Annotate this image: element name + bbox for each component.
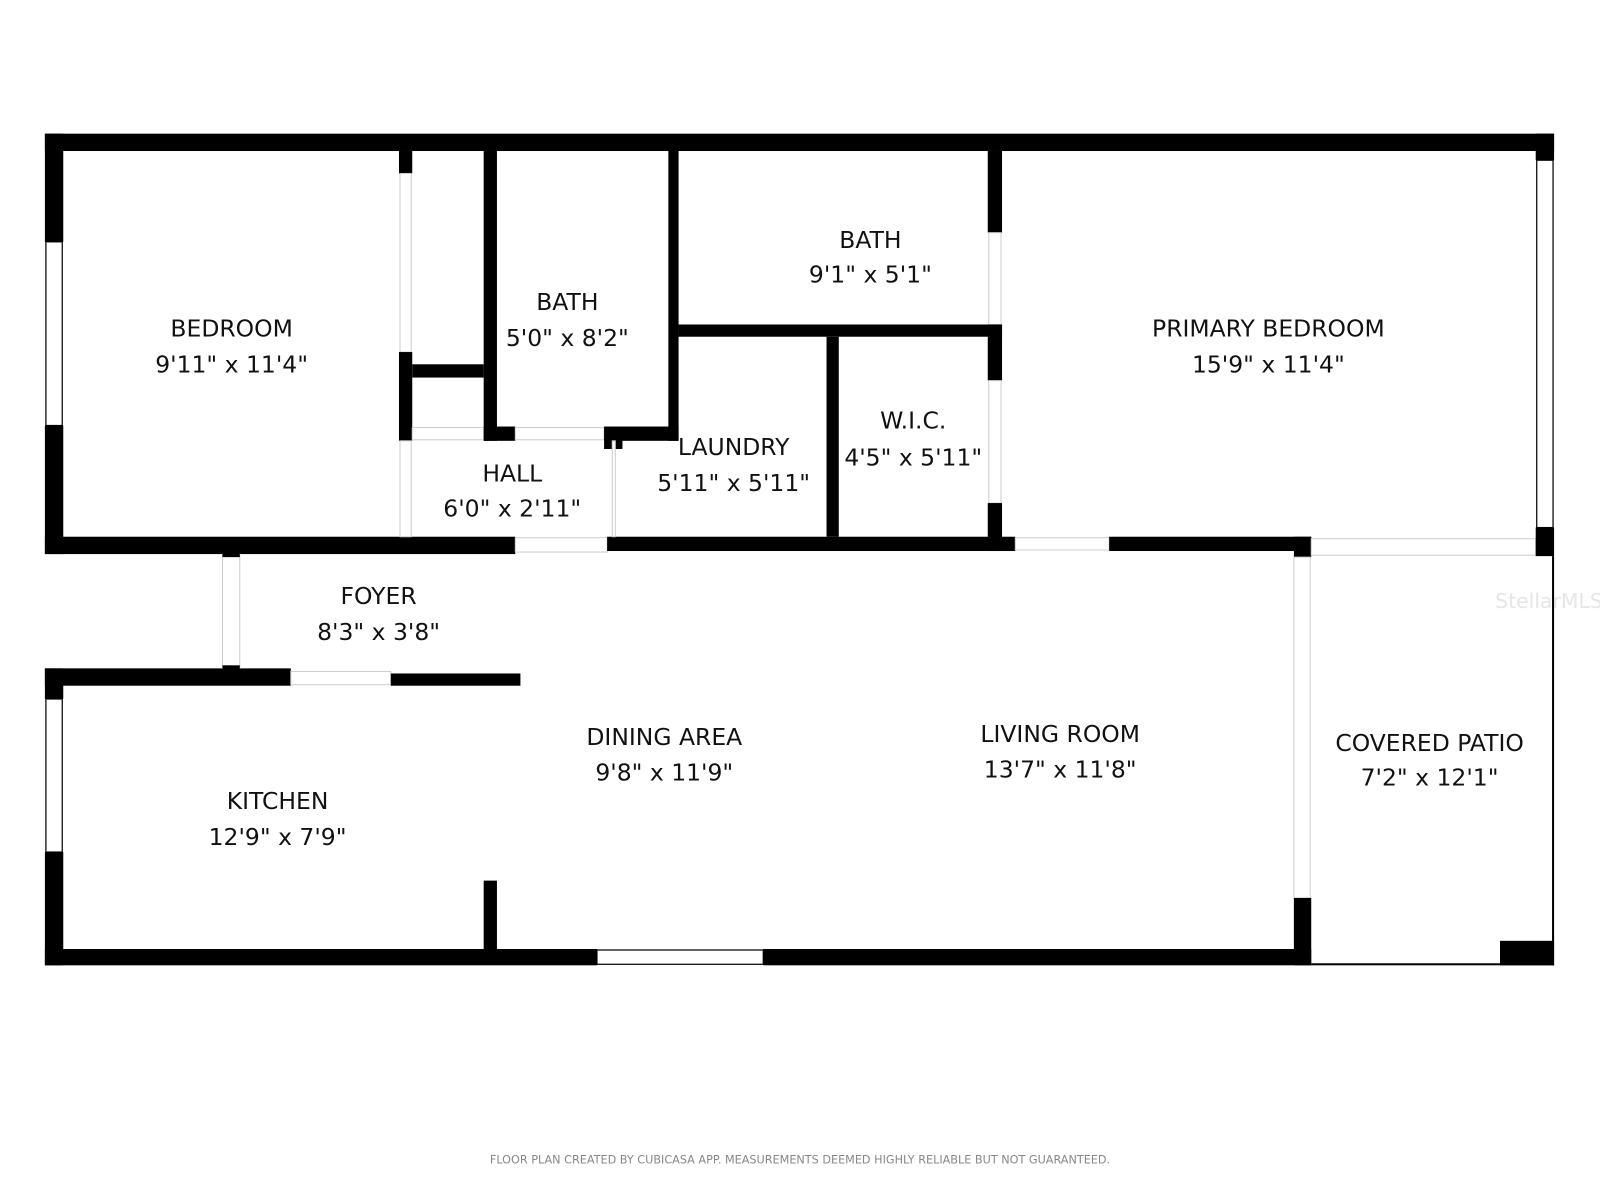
footer-disclaimer: FLOOR PLAN CREATED BY CUBICASA APP. MEAS… bbox=[490, 1153, 1110, 1166]
room-name: FOYER bbox=[341, 582, 417, 610]
room-hall: HALL 6'0" x 2'11" bbox=[443, 460, 581, 523]
window bbox=[45, 698, 63, 853]
room-primary-bedroom: PRIMARY BEDROOM 15'9" x 11'4" bbox=[1152, 315, 1385, 379]
room-name: BEDROOM bbox=[170, 315, 292, 343]
room-kitchen: KITCHEN 12'9" x 7'9" bbox=[209, 787, 347, 851]
room-name: W.I.C. bbox=[880, 407, 946, 435]
room-name: DINING AREA bbox=[586, 723, 742, 751]
room-bath: BATH 5'0" x 8'2" bbox=[506, 288, 629, 352]
room-dining-area: DINING AREA 9'8" x 11'9" bbox=[586, 723, 742, 787]
room-dimensions: 9'11" x 11'4" bbox=[155, 350, 308, 378]
room-name: LAUNDRY bbox=[678, 433, 790, 461]
room-bath-2: BATH 9'1" x 5'1" bbox=[809, 226, 932, 289]
room-name: HALL bbox=[482, 460, 542, 488]
room-dimensions: 5'0" x 8'2" bbox=[506, 324, 629, 352]
room-name: COVERED PATIO bbox=[1335, 729, 1523, 757]
room-laundry: LAUNDRY 5'11" x 5'11" bbox=[657, 433, 810, 497]
room-bedroom: BEDROOM 9'11" x 11'4" bbox=[155, 315, 308, 379]
room-dimensions: 15'9" x 11'4" bbox=[1192, 350, 1345, 378]
room-wic: W.I.C. 4'5" x 5'11" bbox=[844, 407, 982, 472]
room-name: BATH bbox=[839, 226, 901, 254]
room-dimensions: 9'1" x 5'1" bbox=[809, 261, 932, 289]
room-dimensions: 13'7" x 11'8" bbox=[984, 756, 1137, 784]
room-covered-patio: COVERED PATIO 7'2" x 12'1" bbox=[1335, 729, 1523, 792]
window bbox=[596, 949, 764, 965]
room-dimensions: 8'3" x 3'8" bbox=[317, 618, 440, 646]
room-name: BATH bbox=[536, 288, 598, 316]
watermark: StellarMLS bbox=[1495, 589, 1600, 613]
window bbox=[1536, 159, 1554, 529]
room-foyer: FOYER 8'3" x 3'8" bbox=[317, 582, 440, 646]
room-dimensions: 6'0" x 2'11" bbox=[443, 494, 581, 522]
room-dimensions: 7'2" x 12'1" bbox=[1361, 764, 1499, 792]
room-dimensions: 9'8" x 11'9" bbox=[595, 759, 733, 787]
room-dimensions: 5'11" x 5'11" bbox=[657, 469, 810, 497]
room-name: LIVING ROOM bbox=[980, 720, 1140, 748]
room-name: PRIMARY BEDROOM bbox=[1152, 315, 1385, 343]
window bbox=[45, 241, 63, 427]
room-name: KITCHEN bbox=[227, 787, 329, 815]
walls bbox=[44, 133, 1555, 966]
room-dimensions: 12'9" x 7'9" bbox=[209, 823, 347, 851]
room-dimensions: 4'5" x 5'11" bbox=[844, 443, 982, 471]
room-living-room: LIVING ROOM 13'7" x 11'8" bbox=[980, 720, 1140, 784]
